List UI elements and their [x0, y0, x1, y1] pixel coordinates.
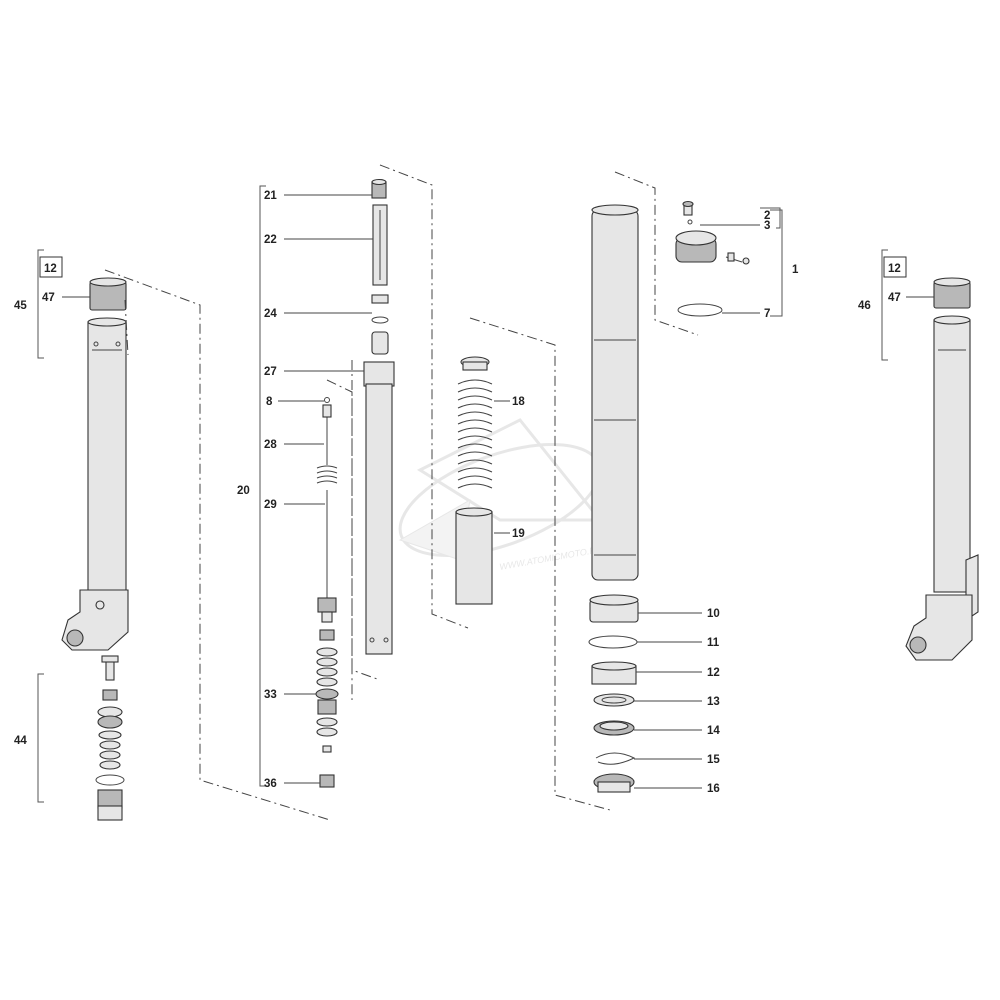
- right-fork-leg: [905, 277, 979, 661]
- callout-20: 20: [237, 485, 250, 497]
- part-27-tube: [365, 383, 393, 655]
- callout-36: 36: [264, 778, 277, 790]
- callout-21: 21: [264, 190, 277, 202]
- callout-7: 7: [764, 308, 770, 320]
- spring-group: [455, 356, 493, 605]
- rebound-rod-assembly: [315, 397, 339, 788]
- callout-47-left: 47: [42, 292, 55, 304]
- watermark-text: WWW.ATOMICMOTO.FR: [499, 544, 603, 572]
- callout-14: 14: [707, 725, 720, 737]
- damper-rod-group: [363, 178, 395, 655]
- callout-10: 10: [707, 608, 720, 620]
- part-13: [593, 693, 635, 707]
- right-fork-tube: [933, 319, 971, 593]
- callout-19: 19: [512, 528, 525, 540]
- left-fork-leg: [61, 277, 129, 651]
- callout-15: 15: [707, 754, 720, 766]
- callout-47-right: 47: [888, 292, 901, 304]
- callout-8: 8: [266, 396, 273, 408]
- callout-box-12-right: [883, 256, 907, 278]
- callout-16: 16: [707, 783, 720, 795]
- outer-tube: [591, 204, 639, 581]
- callout-3: 3: [764, 220, 770, 232]
- callout-22: 22: [264, 234, 277, 246]
- fork-cap-assembly: [675, 200, 750, 317]
- watermark-logo: WWW.ATOMICMOTO.FR: [398, 418, 604, 572]
- part-15: [595, 752, 636, 765]
- callout-33: 33: [264, 689, 277, 701]
- callout-28: 28: [264, 439, 277, 451]
- part-11: [588, 635, 638, 649]
- callout-44: 44: [14, 735, 27, 747]
- callout-box-12-left: [39, 256, 63, 278]
- callout-18: 18: [512, 396, 525, 408]
- callout-box-12-right-label: 12: [888, 263, 901, 275]
- callout-11: 11: [707, 637, 720, 649]
- callout-13: 13: [707, 696, 720, 708]
- callout-45: 45: [14, 300, 27, 312]
- spacer-tube-19: [455, 511, 493, 605]
- callout-1: 1: [792, 264, 799, 276]
- seal-stack: [588, 594, 639, 793]
- callout-2: 2: [764, 210, 770, 222]
- callout-46: 46: [858, 300, 871, 312]
- callout-27: 27: [264, 366, 277, 378]
- callout-12: 12: [707, 667, 720, 679]
- callout-box-12-left-label: 12: [44, 263, 57, 275]
- callout-24: 24: [264, 308, 277, 320]
- left-cartridge-stack: [95, 655, 125, 821]
- part-27-cap: [363, 361, 395, 387]
- part-24: [371, 294, 389, 304]
- left-fork-tube: [87, 321, 127, 593]
- callout-29: 29: [264, 499, 277, 511]
